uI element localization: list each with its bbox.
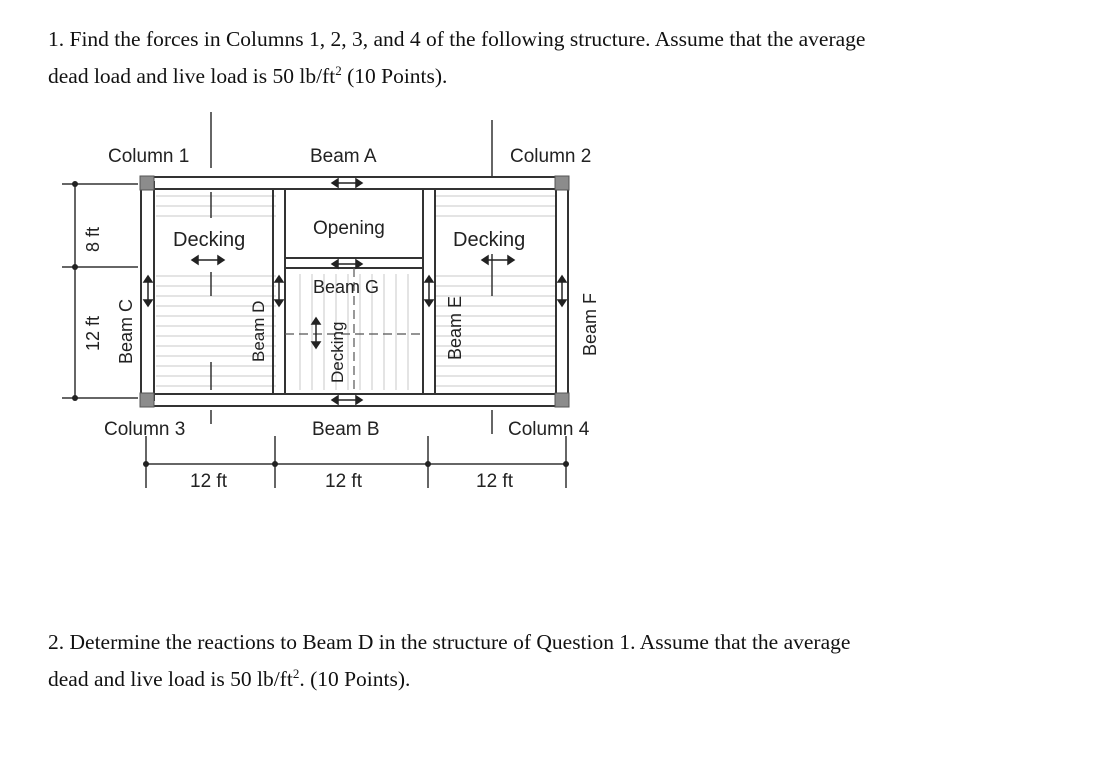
question-2-line-2: dead and live load is 50 lb/ft2. (10 Poi… <box>48 658 1058 695</box>
arrowhead <box>310 316 322 325</box>
dimension-span-2-label: 12 ft <box>325 471 363 492</box>
arrowhead <box>217 254 226 266</box>
question-1-points: (10 Points). <box>341 64 448 89</box>
arrowhead <box>423 299 435 308</box>
arrowhead <box>273 274 285 283</box>
arrowhead <box>330 258 339 270</box>
question-2-superscript: 2 <box>292 666 300 681</box>
arrowhead <box>480 254 489 266</box>
decking-hatch-right <box>436 195 556 387</box>
beam-f-label: Beam F <box>580 293 600 356</box>
arrowhead <box>507 254 516 266</box>
question-2: 2. Determine the reactions to Beam D in … <box>48 627 1058 695</box>
arrowhead <box>355 177 364 189</box>
beam-e <box>422 188 436 395</box>
dimension-12ft-vertical-label: 12 ft <box>83 316 103 351</box>
span-arrows <box>142 177 568 406</box>
decking-right-label: Decking <box>453 229 525 251</box>
question-2-line-1: 2. Determine the reactions to Beam D in … <box>48 630 851 654</box>
column-leaders <box>210 112 493 434</box>
arrowhead <box>190 254 199 266</box>
question-1: 1. Find the forces in Columns 1, 2, 3, a… <box>48 24 1058 92</box>
arrowhead <box>556 299 568 308</box>
question-1-text: dead load and live load is 50 lb/ft <box>48 64 336 89</box>
dimension-left <box>62 183 138 399</box>
arrowhead <box>142 299 154 308</box>
beam-b-label: Beam B <box>312 419 380 440</box>
column-2-square <box>554 175 570 191</box>
column-4-square <box>554 392 570 408</box>
question-1-superscript: 2 <box>335 63 342 78</box>
beam-d <box>272 188 286 395</box>
beam-c-label: Beam C <box>116 299 136 364</box>
arrowhead <box>355 394 364 406</box>
question-2-text: dead and live load is 50 lb/ft <box>48 667 293 692</box>
column-squares <box>139 175 570 408</box>
column-4-label: Column 4 <box>508 419 590 440</box>
arrowhead <box>355 258 364 270</box>
decking-hatch-middle <box>299 274 409 390</box>
arrowhead <box>142 274 154 283</box>
dimension-span-1-label: 12 ft <box>190 471 228 492</box>
decking-left-label: Decking <box>173 229 245 251</box>
dimension-span-3-label: 12 ft <box>476 471 514 492</box>
dimension-bottom-dots <box>143 461 569 467</box>
column-3-label: Column 3 <box>104 419 185 440</box>
column-3-square <box>139 392 155 408</box>
decking-middle-label: Decking <box>328 322 347 383</box>
dimension-left-dots <box>72 181 78 401</box>
beam-g-label: Beam G <box>313 277 379 297</box>
question-1-line-2: dead load and live load is 50 lb/ft2 (10… <box>48 55 1058 92</box>
beam-e-label: Beam E <box>445 296 465 360</box>
beam-a-label: Beam A <box>310 146 377 167</box>
column-2-label: Column 2 <box>510 146 591 167</box>
arrowhead <box>330 394 339 406</box>
question-1-line-1: 1. Find the forces in Columns 1, 2, 3, a… <box>48 27 866 51</box>
arrowhead <box>423 274 435 283</box>
beam-g <box>284 257 424 269</box>
column-1-square <box>139 175 155 191</box>
question-2-points: . (10 Points). <box>299 667 411 692</box>
arrowhead <box>330 177 339 189</box>
dimension-8ft-label: 8 ft <box>83 227 103 252</box>
arrowhead <box>556 274 568 283</box>
decking-hatch-left <box>156 195 276 387</box>
arrowhead <box>310 341 322 350</box>
column-1-label: Column 1 <box>108 146 189 167</box>
beam-d-label: Beam D <box>249 301 268 362</box>
opening-label: Opening <box>313 218 385 239</box>
arrowhead <box>273 299 285 308</box>
